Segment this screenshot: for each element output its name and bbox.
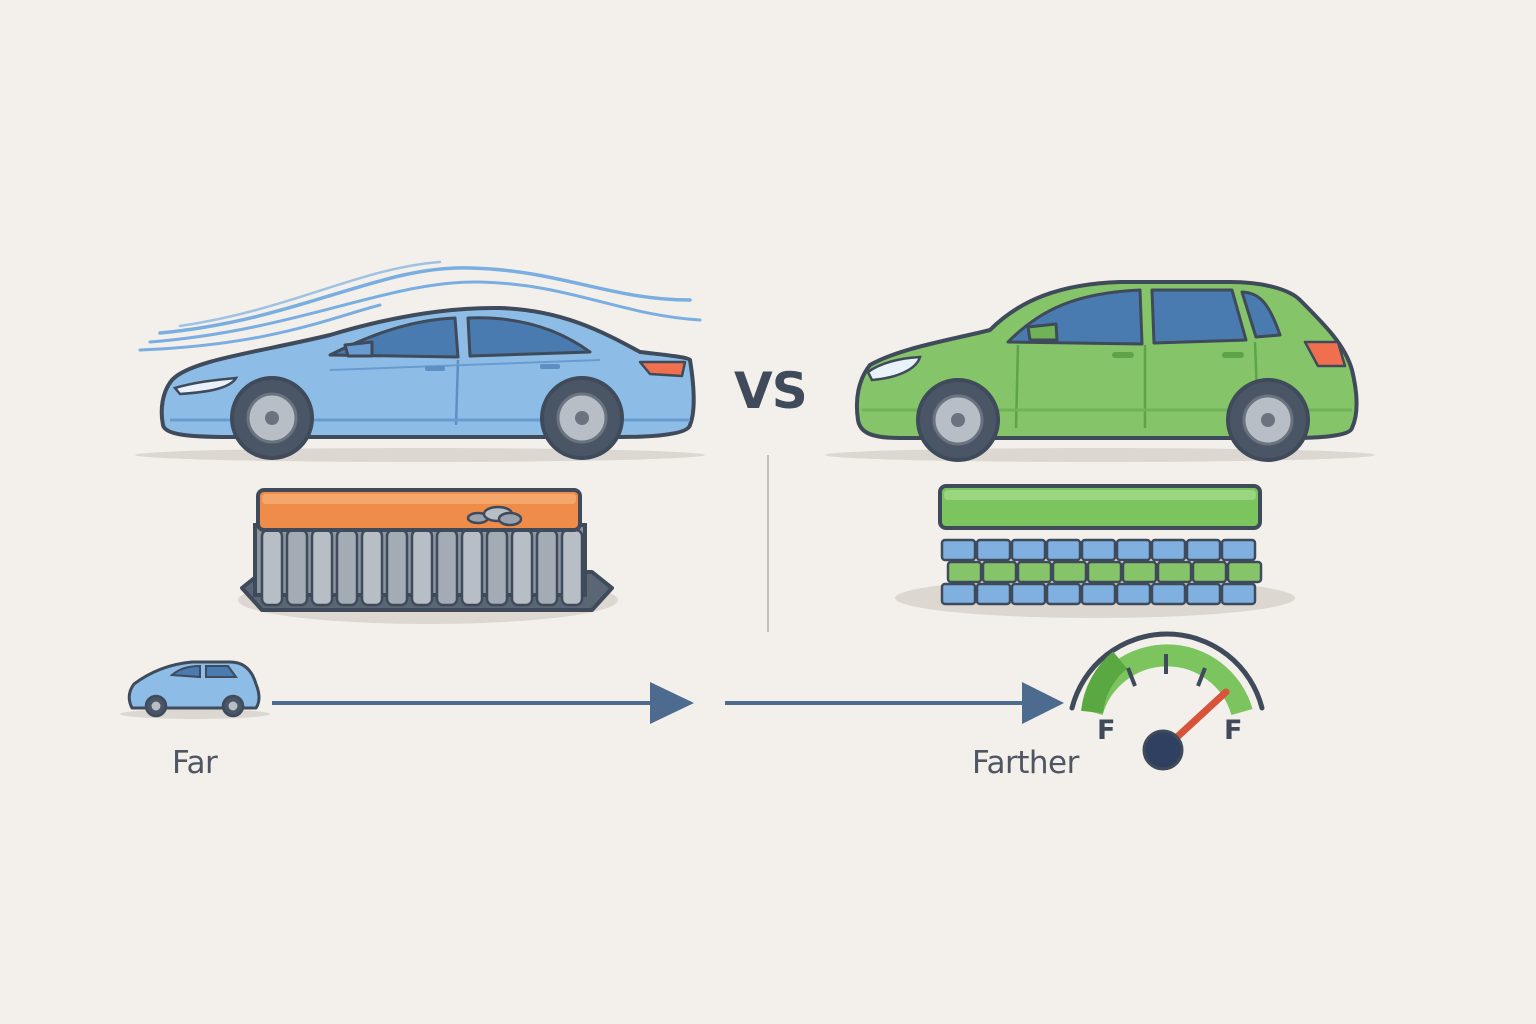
pack-cell (1115, 538, 1152, 562)
gauge-mark-right: F (1224, 715, 1243, 746)
battery-cell (310, 528, 334, 607)
pack-cell (975, 582, 1012, 606)
pack-cell (1226, 560, 1263, 584)
battery-cell (260, 528, 284, 607)
battery-cell (460, 528, 484, 607)
sedan-car-icon (159, 305, 696, 460)
pack-cell (1080, 538, 1117, 562)
pack-cell (1016, 560, 1053, 584)
hatchback-car-icon (854, 280, 1359, 462)
pack-cell (1010, 582, 1047, 606)
stacked-pack-battery-icon (895, 484, 1295, 618)
pack-cell (1080, 582, 1117, 606)
fuel-gauge-icon (1069, 631, 1265, 771)
pack-cell (1220, 582, 1257, 606)
range-label-farther: Farther (972, 745, 1079, 781)
range-arrow-left (272, 682, 694, 724)
pack-cell (1185, 538, 1222, 562)
battery-cell (510, 528, 534, 607)
pack-cell (1156, 560, 1193, 584)
pack-cell (1045, 538, 1082, 562)
pack-cell (1121, 560, 1158, 584)
pack-cell (1051, 560, 1088, 584)
pack-cell (946, 560, 983, 584)
battery-cell (335, 528, 359, 607)
range-label-far: Far (172, 745, 218, 781)
battery-cell (560, 528, 584, 607)
vs-label: VS (734, 362, 808, 420)
sedan-shadow (135, 448, 705, 462)
battery-cell (360, 528, 384, 607)
battery-cell (435, 528, 459, 607)
cylindrical-cell-battery-icon (238, 488, 618, 624)
pack-cell (1010, 538, 1047, 562)
pack-cell (1045, 582, 1082, 606)
pack-cell (1191, 560, 1228, 584)
pack-cell (1150, 582, 1187, 606)
range-arrow-right (725, 682, 1064, 724)
pack-cell (975, 538, 1012, 562)
pack-cell (1150, 538, 1187, 562)
pack-cell (1115, 582, 1152, 606)
pack-cell (1220, 538, 1257, 562)
pack-cell (1086, 560, 1123, 584)
battery-cell (410, 528, 434, 607)
pack-cell (940, 538, 977, 562)
pack-cell (940, 582, 977, 606)
small-car-icon (120, 660, 270, 719)
battery-cell (385, 528, 409, 607)
pack-cell (1185, 582, 1222, 606)
pack-cell (981, 560, 1018, 584)
gauge-mark-left: F (1097, 715, 1116, 746)
airflow-lines-icon (138, 260, 702, 352)
battery-cell (485, 528, 509, 607)
battery-cell (535, 528, 559, 607)
battery-cell (285, 528, 309, 607)
